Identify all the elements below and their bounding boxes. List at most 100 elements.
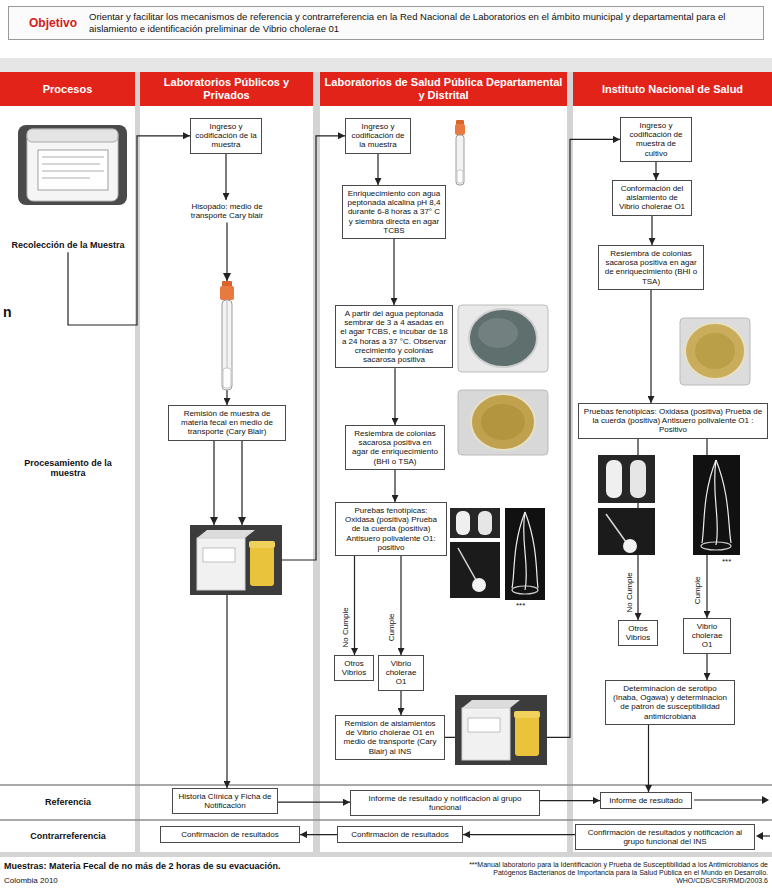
step-text: Informe de resultado y notificacion al g… bbox=[355, 794, 535, 812]
footer-note: Colombia 2010 bbox=[4, 876, 204, 885]
step-text: Ingreso y codificación de la muestra bbox=[350, 122, 406, 150]
flow-arrow bbox=[242, 136, 345, 560]
flow-arrow bbox=[394, 470, 395, 502]
process-box: Remisión de muestra de materia fecal en … bbox=[168, 405, 286, 441]
process-box: Informe de resultado y notificacion al g… bbox=[350, 790, 540, 816]
shipping-box-photo bbox=[190, 525, 282, 595]
branch-label: No Cumple bbox=[625, 571, 634, 613]
step-text: Confirmación de resultados bbox=[165, 830, 295, 839]
petri-dish-photo bbox=[458, 390, 548, 455]
step-text: Resiembra de colonias sacarosa positiva … bbox=[603, 249, 699, 286]
row-divider bbox=[0, 784, 772, 786]
branch-label: No Cumple bbox=[342, 606, 351, 648]
flow-arrow bbox=[648, 725, 649, 792]
flow-arrow bbox=[393, 239, 394, 305]
flow-arrow bbox=[655, 162, 656, 180]
column-header: Laboratorios de Salud Pública Departamen… bbox=[320, 72, 567, 106]
objective-box: ObjetivoOrientar y facilitar los mecanis… bbox=[8, 6, 764, 40]
loop-photo bbox=[450, 542, 500, 598]
result-box: Vibrio cholerae O1 bbox=[378, 655, 424, 691]
step-text: Pruebas fenotípicas: Oxidasa (positiva) … bbox=[583, 407, 763, 435]
process-box: Informe de resultado bbox=[600, 792, 692, 809]
flow-arrow bbox=[400, 556, 401, 655]
string-test-photo bbox=[693, 455, 740, 555]
step-text: Confirmación de resultados bbox=[342, 830, 458, 839]
step-text: Historia Clínica y Ficha de Notificación bbox=[177, 792, 273, 810]
flow-arrow bbox=[400, 691, 401, 715]
row-label: Referencia bbox=[8, 797, 128, 807]
step-text: Confirmación de resultados y notificació… bbox=[580, 828, 750, 846]
reference-note: ***Manual laboratorio para la Identifica… bbox=[440, 861, 768, 885]
tubes-photo bbox=[450, 508, 500, 538]
outgoing-arrow bbox=[694, 796, 769, 804]
process-box: Confirmación de resultados bbox=[160, 826, 300, 843]
footer-note: Muestras: Materia Fecal de no más de 2 h… bbox=[4, 861, 424, 871]
process-note: Hisopado: medio de transporte Cary blair bbox=[172, 200, 282, 222]
step-text: A partir del agua peptonada sembrar de 3… bbox=[340, 309, 448, 364]
incoming-arrow bbox=[756, 832, 770, 840]
step-text: Remisión de muestra de materia fecal en … bbox=[173, 409, 281, 437]
result-box: Otros Vibrios bbox=[618, 620, 658, 646]
step-text: Otros Vibrios bbox=[339, 659, 369, 677]
row-divider bbox=[0, 852, 772, 857]
flow-arrow bbox=[300, 834, 337, 835]
column-header: Laboratorios Públicos y Privados bbox=[140, 72, 313, 106]
footnote-mark: *** bbox=[516, 601, 540, 610]
flow-arrow bbox=[354, 556, 355, 655]
flow-arrow bbox=[278, 802, 350, 803]
row-divider bbox=[0, 819, 772, 821]
flow-arrow bbox=[706, 654, 707, 680]
step-text: Hisopado: medio de transporte Cary blair bbox=[174, 202, 280, 220]
column-heading: Laboratorios Públicos y Privados bbox=[144, 76, 309, 101]
step-text: Enriquecimiento con agua peptonada alcal… bbox=[347, 189, 441, 235]
loop-photo bbox=[598, 508, 655, 555]
process-box: Determinacion de serotipo (Inaba, Ogawa)… bbox=[605, 680, 735, 725]
process-box: Pruebas fenotípicas: Oxidasa (positiva) … bbox=[578, 403, 768, 439]
column-header: Procesos bbox=[0, 72, 135, 106]
flow-arrow bbox=[463, 834, 575, 835]
shipping-box-photo bbox=[455, 695, 547, 765]
step-text: Remisión de aislamientos de Vibrio chole… bbox=[340, 719, 440, 756]
arrow-head bbox=[210, 517, 218, 525]
row-label: Procesamiento de la muestra bbox=[8, 458, 128, 479]
step-text: Informe de resultado bbox=[605, 796, 687, 805]
petri-dish-photo bbox=[458, 305, 548, 372]
step-text: Otros Vibrios bbox=[623, 624, 653, 642]
process-box: Enriquecimiento con agua peptonada alcal… bbox=[342, 185, 446, 239]
column-header: Instituto Nacional de Salud bbox=[573, 72, 772, 106]
process-box: Resiembra de colonias sacarosa positiva … bbox=[598, 245, 704, 290]
flow-arrow bbox=[540, 800, 600, 801]
process-label: Recolección de la Muestra bbox=[8, 238, 128, 252]
process-box: Resiembra de colonias sacarosa positiva … bbox=[345, 425, 445, 470]
swab-tube-photo bbox=[455, 120, 465, 185]
objective-label: Objetivo bbox=[17, 16, 89, 30]
result-box: Otros Vibrios bbox=[334, 655, 374, 681]
branch-label: Cumple bbox=[694, 575, 703, 605]
step-text: Purebas fenotípicas: Oxidasa (positiva) … bbox=[340, 506, 442, 552]
specimen-jar-photo bbox=[18, 125, 127, 205]
header-shadow bbox=[0, 58, 772, 72]
step-text: Vibrio cholerae O1 bbox=[383, 659, 419, 687]
tubes-photo bbox=[598, 455, 655, 503]
swab-tube-photo bbox=[220, 281, 234, 390]
flow-arrow bbox=[225, 154, 226, 200]
process-box: Confirmación de resultados bbox=[337, 826, 463, 843]
footnote-mark: *** bbox=[722, 557, 746, 566]
flow-arrow bbox=[394, 368, 395, 425]
step-text: Recolección de la Muestra bbox=[10, 240, 126, 250]
string-test-photo bbox=[505, 508, 545, 600]
process-box: Historia Clínica y Ficha de Notificación bbox=[172, 788, 278, 814]
process-box: Purebas fenotípicas: Oxidasa (positiva) … bbox=[335, 502, 447, 556]
process-box: Ingreso y codificación de la muestra bbox=[190, 118, 262, 154]
step-text: Conformación del aislamiento de Vibrio c… bbox=[617, 184, 687, 212]
process-box: Ingreso y codificación de muestra de cul… bbox=[620, 117, 692, 162]
column-heading: Instituto Nacional de Salud bbox=[602, 83, 743, 96]
arrow-head bbox=[238, 517, 246, 525]
step-text: Determinacion de serotipo (Inaba, Ogawa)… bbox=[610, 684, 730, 721]
arrow-head bbox=[223, 273, 231, 281]
process-box: Confirmación de resultados y notificació… bbox=[575, 824, 755, 850]
cropped-letter: n bbox=[3, 304, 19, 320]
process-box: Remisión de aislamientos de Vibrio chole… bbox=[335, 715, 445, 760]
